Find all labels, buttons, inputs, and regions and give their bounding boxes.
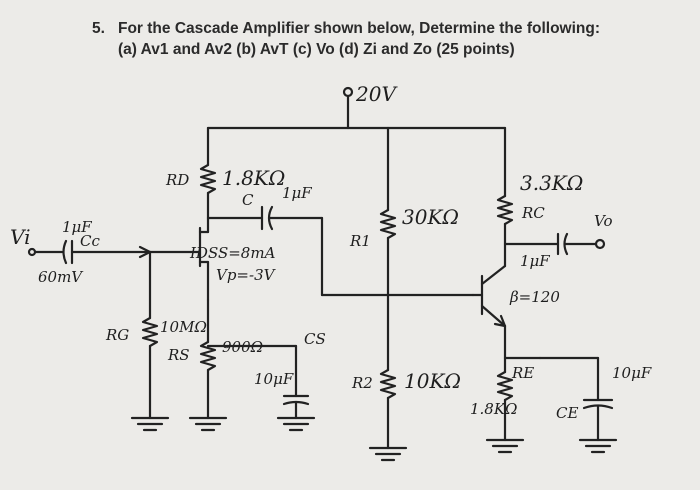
re-value: 1.8KΩ	[470, 400, 518, 418]
vo-label: Vo	[594, 212, 613, 230]
rd-resistor	[199, 126, 217, 220]
r1-resistor	[379, 126, 397, 372]
r2-label: R2	[351, 374, 373, 392]
rd-label: RD	[165, 171, 189, 189]
cs-capacitor	[206, 344, 316, 432]
jfet-transistor	[198, 216, 210, 302]
r2-resistor	[368, 368, 408, 462]
input-wire	[27, 239, 202, 265]
c-label: C	[242, 191, 254, 209]
re-resistor	[485, 324, 542, 454]
ce-value: 10μF	[612, 364, 652, 382]
re-label: RE	[511, 364, 534, 382]
cs-label: CS	[304, 330, 326, 348]
beta-label: β=120	[509, 288, 560, 306]
vi-value: 60mV	[38, 268, 84, 286]
cout-value: 1μF	[520, 252, 550, 270]
c-value: 1μF	[282, 184, 312, 202]
r1-label: R1	[349, 232, 371, 250]
rg-label: RG	[105, 326, 129, 344]
rs-label: RS	[167, 346, 190, 364]
rg-value: 10MΩ	[160, 318, 207, 336]
supply-voltage-label: 20V	[355, 82, 398, 106]
question-number: 5.	[92, 20, 105, 37]
bjt-transistor	[471, 264, 507, 328]
rg-resistor	[130, 250, 170, 432]
rc-resistor	[496, 126, 514, 268]
r1-value: 30KΩ	[402, 205, 459, 229]
supply-node	[342, 86, 354, 130]
rs-resistor	[188, 298, 228, 432]
vi-label: Vi	[10, 225, 31, 249]
cs-value: 10μF	[254, 370, 294, 388]
output-capacitor	[503, 232, 606, 256]
vp-label: Vp=-3V	[216, 266, 277, 284]
coupling-capacitor-c	[206, 205, 475, 297]
rc-label: RC	[521, 204, 545, 222]
cin-label: Cc	[80, 232, 100, 250]
idss-label: IDSS=8mA	[189, 244, 276, 262]
rc-value: 3.3KΩ	[520, 171, 583, 195]
cin-value: 1μF	[62, 218, 92, 236]
question-line-2: (a) Av1 and Av2 (b) AvT (c) Vo (d) Zi an…	[118, 41, 515, 58]
question-text: 5. For the Cascade Amplifier shown below,…	[92, 18, 692, 60]
ce-capacitor	[538, 356, 618, 454]
ce-label: CE	[556, 404, 578, 422]
question-line-1: 5. For the Cascade Amplifier shown below,…	[92, 18, 692, 39]
question-line-1-text: For the Cascade Amplifier shown below, D…	[118, 20, 600, 37]
r2-value: 10KΩ	[404, 369, 461, 393]
rd-value: 1.8KΩ	[222, 166, 285, 190]
